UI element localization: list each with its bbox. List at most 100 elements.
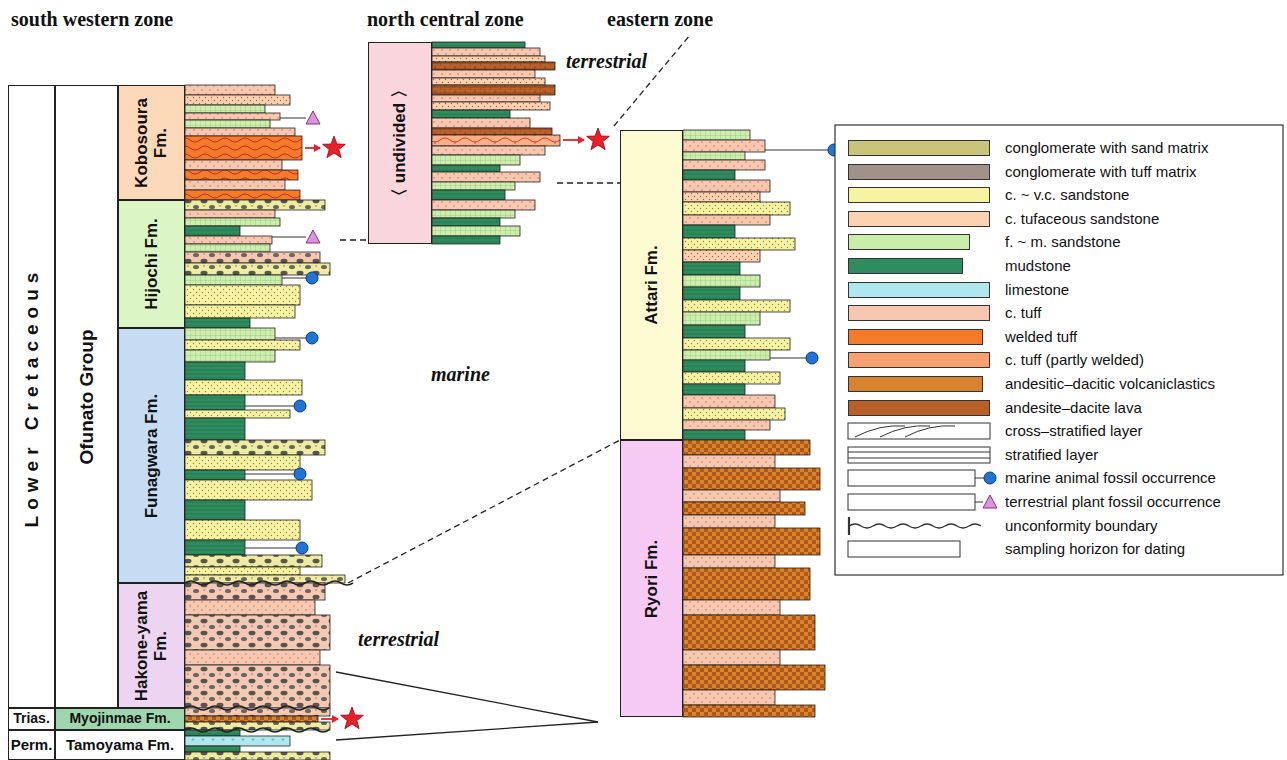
legend-text: c. tuff (partly welded) [1005, 351, 1144, 369]
rock-layer [683, 490, 780, 502]
rock-layer [683, 568, 810, 600]
plant-symbol [306, 230, 320, 243]
environment-label: terrestrial [563, 50, 650, 73]
rock-layer [185, 665, 330, 708]
rock-layer [185, 200, 325, 210]
rock-layer [185, 500, 245, 520]
rock-layer [185, 410, 290, 418]
sampling-sample [848, 541, 960, 557]
rock-layer [683, 250, 760, 262]
rock-layer [432, 172, 540, 182]
rock-layer [683, 384, 745, 395]
rock-layer [185, 210, 275, 218]
rock-layer [432, 62, 555, 70]
environment-label: marine [428, 363, 493, 386]
formation-label: Myojinmae Fm. [69, 711, 170, 726]
legend-swatch [848, 376, 983, 392]
rock-layer [432, 190, 505, 200]
rock-layer [683, 615, 815, 650]
formation-label-vertical: Hakone-yama Fm. [133, 587, 170, 704]
rock-layer [185, 455, 300, 470]
formation-box: Funagwara Fm. [118, 328, 185, 583]
rock-layer [683, 705, 815, 717]
rock-layer [185, 252, 320, 263]
rock-layer [432, 210, 515, 218]
rock-layer [185, 600, 315, 615]
rock-layer [683, 140, 765, 152]
rock-layer [683, 408, 785, 420]
sampling-star [341, 707, 364, 729]
rock-layer [185, 350, 275, 362]
formation-box: Hakone-yama Fm. [118, 583, 185, 708]
legend-text: c. tuff [1005, 304, 1041, 322]
rock-layer [683, 430, 745, 440]
plant-sample [848, 494, 975, 510]
legend-text: marine animal fossil occurrence [1005, 469, 1216, 487]
rock-layer [432, 165, 500, 172]
rock-layer [683, 215, 770, 225]
rock-layer [683, 287, 740, 300]
formation-box: Tamoyama Fm. [55, 730, 185, 760]
rock-layer [683, 600, 780, 615]
plant-symbol [306, 111, 320, 124]
rock-layer [185, 218, 280, 226]
stratified-sample [848, 447, 990, 463]
cross-strat-sample [848, 423, 990, 439]
formation-label-vertical: Ofunato Group [76, 89, 97, 704]
rock-layer [185, 470, 245, 480]
plant-stem [280, 118, 306, 119]
legend-text: sampling horizon for dating [1005, 540, 1185, 558]
formation-label: Tamoyama Fm. [66, 737, 174, 754]
rock-layer [185, 650, 320, 665]
rock-layer [185, 160, 282, 170]
rock-layer [683, 455, 775, 468]
rock-layer [185, 520, 300, 540]
rock-layer [683, 360, 745, 372]
stratified-lines [848, 452, 990, 458]
rock-layer [683, 238, 795, 250]
unconformity-line [185, 706, 329, 710]
rock-layer [185, 128, 295, 136]
rock-layer [185, 85, 275, 95]
formation-label-vertical: Hijochi Fm. [142, 204, 161, 324]
rock-layer [683, 650, 780, 665]
rock-layer [683, 555, 775, 568]
rock-layer [683, 395, 775, 408]
plant-symbol [983, 495, 997, 508]
rock-layer [432, 78, 545, 85]
formation-label-vertical: Ryori Fm. [642, 444, 661, 713]
rock-layer [185, 340, 300, 350]
rock-layer [683, 338, 790, 350]
rock-layer [185, 540, 245, 555]
correlation-line [340, 239, 368, 240]
rock-layer [185, 440, 325, 455]
formation-label-vertical: Funagwara Fm. [142, 332, 161, 579]
legend-swatch [848, 305, 990, 321]
rock-layer [185, 236, 272, 244]
legend-swatch [848, 400, 990, 416]
formation-box: Kobosoura Fm. [118, 85, 185, 200]
formation-label-vertical: Attari Fm. [642, 134, 661, 436]
formation-label-vertical: Kobosoura Fm. [133, 89, 170, 196]
fossil-symbol [296, 542, 308, 554]
rock-layer [185, 418, 245, 440]
legend-swatch [848, 140, 990, 156]
rock-layer [683, 262, 740, 275]
fossil-stem [245, 548, 296, 549]
legend-text: limestone [1005, 281, 1069, 299]
rock-layer [185, 285, 300, 305]
fossil-stem [765, 150, 828, 151]
rock-layer [432, 56, 545, 62]
rock-layer [683, 275, 760, 287]
legend-text: c. tufaceous sandstone [1005, 210, 1159, 228]
legend-text: mudstone [1005, 257, 1071, 275]
unconformity-sample [849, 524, 981, 528]
correlation-line [336, 672, 598, 722]
rock-layer [432, 146, 545, 155]
cross-strat-lines [855, 426, 955, 437]
fossil-stem [245, 474, 294, 475]
legend-text: stratified layer [1005, 446, 1098, 464]
legend-swatch [848, 234, 970, 250]
rock-layer [185, 113, 280, 120]
